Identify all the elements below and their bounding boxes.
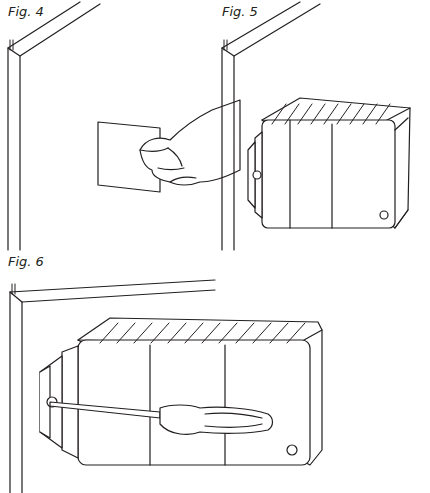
vent-slot xyxy=(311,104,325,124)
vent-slot xyxy=(236,323,254,343)
vent-slot xyxy=(253,323,271,343)
figure-label: Fig. 5 xyxy=(220,4,260,19)
vent-slot xyxy=(287,323,305,343)
vent-slot xyxy=(151,323,169,343)
vent-slot xyxy=(202,323,220,343)
vent-slot xyxy=(168,323,186,343)
vent-slot xyxy=(337,104,351,124)
figure-label: Fig. 6 xyxy=(6,254,46,269)
hand xyxy=(140,100,240,185)
vent-slot xyxy=(363,104,377,124)
vent-slot xyxy=(100,323,118,343)
vent-slot xyxy=(376,104,390,124)
vent-slot xyxy=(134,323,152,343)
figure-label: Fig. 4 xyxy=(6,4,46,19)
vent-slot xyxy=(298,104,312,124)
vent-slot xyxy=(285,104,299,124)
vent-slot xyxy=(219,323,237,343)
screwdriver xyxy=(50,402,273,434)
vent-slot xyxy=(272,104,286,124)
device-housing xyxy=(40,318,322,465)
vent-slots xyxy=(100,323,305,343)
vent-slot xyxy=(117,323,135,343)
vent-slots xyxy=(272,104,390,124)
vent-slot xyxy=(185,323,203,343)
vent-slot xyxy=(350,104,364,124)
device-housing xyxy=(248,98,410,228)
wall xyxy=(8,2,100,250)
vent-slot xyxy=(270,323,288,343)
vent-slot xyxy=(324,104,338,124)
